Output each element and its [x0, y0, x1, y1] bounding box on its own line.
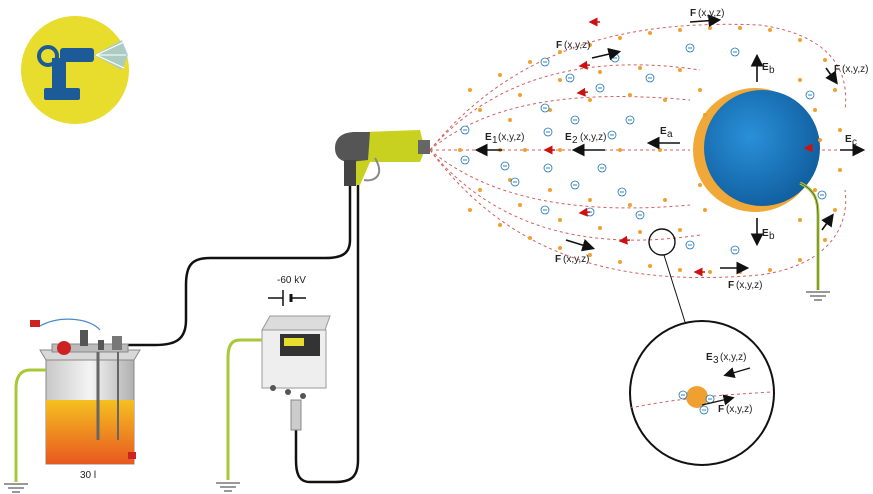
black-arrows — [474, 14, 866, 275]
powder-tank — [30, 318, 141, 465]
zoom-large-circle — [629, 320, 775, 466]
svg-text:3: 3 — [713, 355, 719, 366]
field-label-ea: E a — [660, 126, 673, 140]
svg-text:E: E — [762, 228, 769, 239]
svg-text:1: 1 — [492, 135, 498, 146]
svg-text:F: F — [555, 254, 561, 265]
zoom-field-label-e3: E 3 (x,y,z) — [706, 352, 746, 366]
spray-gun-badge-icon — [21, 16, 129, 124]
voltage-label: -60 kV — [277, 275, 306, 286]
svg-text:F: F — [718, 404, 724, 415]
svg-text:b: b — [769, 65, 775, 76]
force-label-upper-right: F (x,y,z) — [834, 64, 868, 75]
force-label-top: F (x,y,z) — [690, 8, 724, 19]
hoses — [128, 185, 360, 484]
spray-gun — [335, 130, 430, 186]
svg-text:2: 2 — [572, 135, 578, 146]
target-object — [693, 88, 820, 212]
svg-text:E: E — [660, 126, 667, 137]
target-ground-wire — [799, 181, 820, 290]
svg-text:E: E — [565, 132, 572, 143]
svg-text:b: b — [769, 231, 775, 242]
zoom-small-circle — [648, 228, 686, 323]
force-label-upper-left: F (x,y,z) — [556, 40, 590, 51]
svg-text:c: c — [852, 137, 857, 148]
field-label-ec: E c — [845, 134, 857, 148]
red-force-arrows — [543, 17, 813, 277]
voltage-controller — [261, 315, 331, 431]
svg-text:(x,y,z): (x,y,z) — [563, 254, 589, 265]
svg-text:F: F — [556, 40, 562, 51]
svg-text:(x,y,z): (x,y,z) — [720, 352, 746, 363]
tank-volume-label: 30 l — [80, 470, 96, 481]
ground-symbol-icon — [4, 483, 28, 493]
battery-symbol-icon — [268, 290, 306, 306]
controller-ground-wire — [226, 338, 262, 480]
ground-symbol-icon — [216, 482, 240, 492]
zoom-force-label: F (x,y,z) — [718, 404, 752, 415]
svg-text:(x,y,z): (x,y,z) — [498, 132, 524, 143]
field-label-e2: E 2 (x,y,z) — [565, 132, 606, 146]
svg-text:F: F — [834, 64, 840, 75]
svg-text:(x,y,z): (x,y,z) — [580, 132, 606, 143]
svg-text:(x,y,z): (x,y,z) — [842, 64, 868, 75]
svg-text:(x,y,z): (x,y,z) — [564, 40, 590, 51]
field-lines — [429, 23, 850, 279]
ground-symbol-icon — [806, 291, 830, 301]
svg-text:F: F — [690, 8, 696, 19]
field-label-eb-bottom: E b — [762, 228, 775, 242]
powder-particles — [458, 26, 842, 274]
ion-minus-signs — [463, 47, 824, 251]
svg-text:(x,y,z): (x,y,z) — [698, 8, 724, 19]
svg-text:E: E — [485, 132, 492, 143]
svg-text:E: E — [762, 62, 769, 73]
field-label-eb-top: E b — [762, 62, 775, 76]
force-label-lower-mid: F (x,y,z) — [728, 280, 762, 291]
svg-text:E: E — [706, 352, 713, 363]
tank-ground-wire — [14, 368, 46, 482]
force-label-lower-left: F (x,y,z) — [555, 254, 589, 265]
svg-text:(x,y,z): (x,y,z) — [726, 404, 752, 415]
svg-text:(x,y,z): (x,y,z) — [736, 280, 762, 291]
svg-text:a: a — [667, 129, 673, 140]
svg-text:F: F — [728, 280, 734, 291]
ion-minus-icon — [460, 43, 827, 255]
svg-text:E: E — [845, 134, 852, 145]
field-label-e1: E 1 (x,y,z) — [485, 132, 524, 146]
